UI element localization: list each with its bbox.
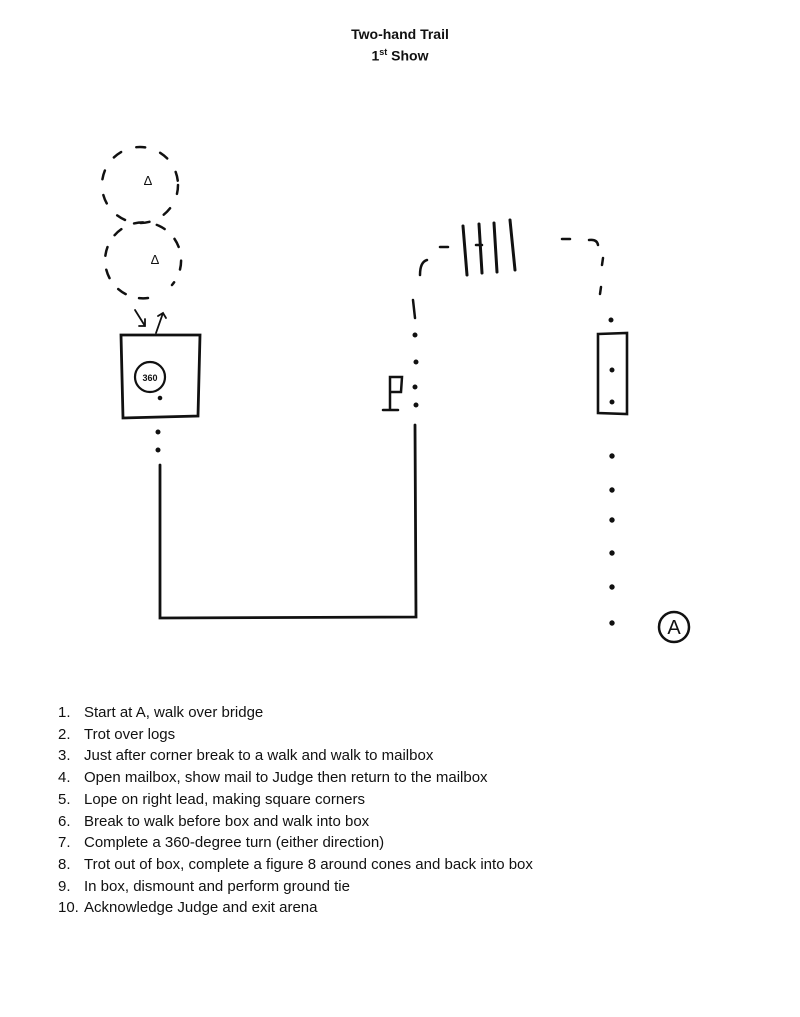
step-text: In box, dismount and perform ground tie — [84, 877, 350, 895]
step-number: 10. — [58, 899, 79, 917]
step-number: 1. — [58, 704, 71, 721]
step-number: 3. — [58, 747, 71, 765]
step-number: 4. — [58, 769, 71, 787]
page-title: Two-hand Trail — [351, 26, 449, 42]
step-text: Acknowledge Judge and exit arena — [84, 899, 318, 917]
show-word: Show — [391, 47, 429, 64]
step-text: Start at A, walk over bridge — [84, 704, 264, 721]
list-item: 10. Acknowledge Judge and exit arena — [58, 897, 533, 919]
step-text: Trot over logs — [84, 725, 176, 743]
step-text: Complete a 360-degree turn (either direc… — [84, 834, 385, 852]
list-item: 8. Trot out of box, complete a figure 8 a… — [58, 854, 533, 876]
cone-icon: Δ — [144, 173, 153, 188]
list-item: 3. Just after corner break to a walk and … — [58, 745, 533, 767]
list-item: 6. Break to walk before box and walk into… — [58, 811, 533, 833]
step-number: 8. — [58, 855, 71, 873]
step-text: Trot out of box, complete a figure 8 aro… — [84, 855, 533, 873]
step-number: 9. — [58, 877, 71, 895]
arrow-out-icon — [155, 311, 167, 334]
step-text: Just after corner break to a walk and wa… — [84, 747, 434, 765]
list-item: 4. Open mailbox, show mail to Judge then … — [58, 767, 533, 789]
bridge-obstacle — [596, 317, 629, 626]
lope-path — [155, 332, 419, 620]
step-text: Lope on right lead, making square corner… — [84, 790, 366, 808]
cone-icon: Δ — [151, 252, 160, 267]
arrow-in-icon — [134, 309, 146, 327]
list-item: 1. Start at A, walk over bridge — [58, 702, 533, 724]
step-number: 2. — [58, 725, 71, 743]
logs-obstacle — [461, 218, 517, 277]
figure-eight-cone-upper: Δ — [100, 145, 180, 225]
show-number: 1 — [371, 47, 380, 64]
page-subtitle: 1st Show — [0, 47, 800, 64]
mailbox-flag — [381, 375, 404, 412]
start-marker: A — [657, 610, 691, 644]
box-obstacle: 360 — [119, 333, 202, 420]
turn-360-icon — [133, 360, 167, 394]
step-number: 5. — [58, 790, 71, 808]
show-ordinal-suffix: st — [379, 47, 388, 57]
list-item: 7. Complete a 360-degree turn (either dir… — [58, 832, 533, 854]
step-text: Break to walk before box and walk into b… — [84, 812, 370, 830]
figure-eight-cone-lower: Δ — [103, 221, 183, 334]
trot-path — [411, 237, 605, 320]
trail-course-diagram: Δ Δ 360 A — [100, 145, 691, 644]
list-item: 2. Trot over logs — [58, 724, 533, 746]
step-number: 7. — [58, 834, 71, 852]
start-label: A — [667, 617, 681, 639]
list-item: 9. In box, dismount and perform ground ti… — [58, 876, 533, 898]
step-text: Open mailbox, show mail to Judge then re… — [84, 769, 488, 787]
step-number: 6. — [58, 812, 71, 830]
instructions-list: 1. Start at A, walk over bridge 2. Trot ov… — [58, 702, 533, 919]
turn-360-label: 360 — [142, 373, 157, 383]
list-item: 5. Lope on right lead, making square corn… — [58, 789, 533, 811]
